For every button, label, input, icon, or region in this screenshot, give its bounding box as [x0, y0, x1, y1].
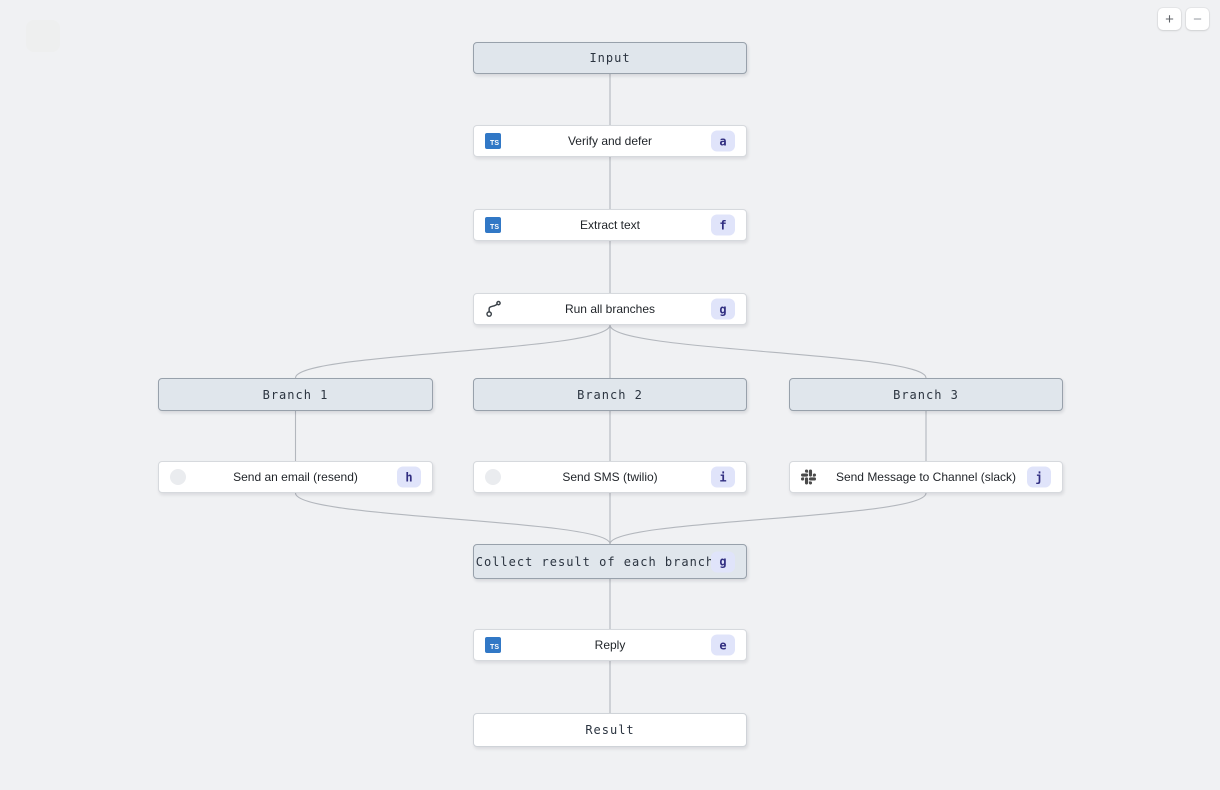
faint-logo-watermark — [26, 20, 60, 52]
task-badge: e — [711, 634, 735, 656]
branch-icon — [485, 300, 503, 318]
node-run-all-branches[interactable]: Run all branches g — [473, 293, 747, 325]
node-branch-2-label: Branch 2 — [577, 387, 643, 402]
node-collect-result-label: Collect result of each branch — [475, 554, 715, 569]
node-extract-text[interactable]: TS Extract text f — [473, 209, 747, 241]
typescript-icon: TS — [485, 133, 501, 149]
task-badge: g — [711, 551, 735, 572]
twilio-icon — [485, 469, 501, 485]
node-send-email-label: Send an email (resend) — [233, 470, 358, 484]
node-verify-and-defer[interactable]: TS Verify and defer a — [473, 125, 747, 157]
node-branch-3-label: Branch 3 — [893, 387, 959, 402]
node-send-slack-label: Send Message to Channel (slack) — [835, 470, 1017, 484]
task-badge: f — [711, 214, 735, 236]
node-result[interactable]: Result — [473, 713, 747, 747]
node-extract-text-label: Extract text — [579, 218, 641, 232]
node-verify-and-defer-label: Verify and defer — [567, 134, 653, 148]
task-badge: i — [711, 466, 735, 488]
node-reply-label: Reply — [594, 638, 626, 652]
node-reply[interactable]: TS Reply e — [473, 629, 747, 661]
minus-icon: − — [1193, 10, 1202, 28]
node-send-email-resend[interactable]: Send an email (resend) h — [158, 461, 433, 493]
node-collect-result[interactable]: Collect result of each branch g — [473, 544, 747, 579]
slack-icon — [801, 469, 816, 485]
node-input-label: Input — [589, 51, 631, 65]
node-branch-2[interactable]: Branch 2 — [473, 378, 747, 411]
node-input[interactable]: Input — [473, 42, 747, 74]
resend-icon — [170, 469, 186, 485]
node-send-sms-label: Send SMS (twilio) — [562, 470, 658, 484]
task-badge: j — [1027, 466, 1051, 488]
node-branch-1[interactable]: Branch 1 — [158, 378, 433, 411]
node-branch-1-label: Branch 1 — [262, 387, 329, 402]
task-badge: h — [397, 466, 421, 488]
plus-icon: + — [1165, 10, 1174, 28]
typescript-icon: TS — [485, 217, 501, 233]
task-badge: a — [711, 130, 735, 152]
node-send-sms-twilio[interactable]: Send SMS (twilio) i — [473, 461, 747, 493]
node-result-label: Result — [585, 723, 635, 737]
typescript-icon: TS — [485, 637, 501, 653]
zoom-out-button[interactable]: − — [1186, 8, 1209, 30]
zoom-controls: + − — [1158, 8, 1209, 30]
node-run-all-branches-label: Run all branches — [564, 302, 656, 316]
node-branch-3[interactable]: Branch 3 — [789, 378, 1063, 411]
zoom-in-button[interactable]: + — [1158, 8, 1181, 30]
task-badge: g — [711, 298, 735, 320]
node-send-message-slack[interactable]: Send Message to Channel (slack) j — [789, 461, 1063, 493]
